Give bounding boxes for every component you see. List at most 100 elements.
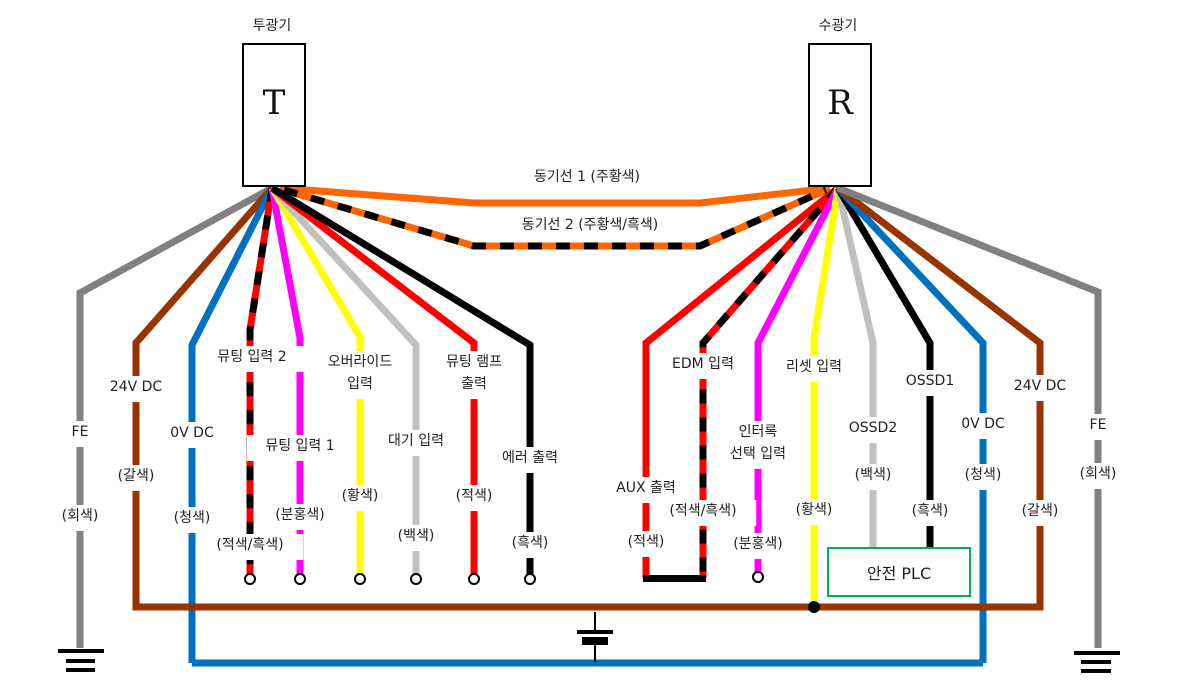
rx-wire-5-name: OSSD1 xyxy=(906,373,954,389)
tx-wire-5-color: (황색) xyxy=(342,488,379,504)
tx-wire-1 xyxy=(132,185,275,607)
tx-wire-3-color: (적색/흑색) xyxy=(216,536,283,553)
rx-wire-8 xyxy=(836,184,1102,648)
tx-wire-2-color: (청색) xyxy=(174,510,211,526)
rx-wire-5 xyxy=(834,186,934,548)
receiver-letter: R xyxy=(827,83,854,123)
tx-wire-8-color-backing xyxy=(499,532,561,558)
tx-wire-5-terminal xyxy=(354,573,366,585)
rx-wire-6 xyxy=(835,185,987,663)
rx-wire-7-name: 24V DC xyxy=(1014,378,1067,394)
safety-plc-box xyxy=(827,547,971,597)
tx-wire-7-name-backing xyxy=(436,351,512,399)
tx-wire-5-name-backing xyxy=(322,351,398,399)
rx-wire-8-color-backing xyxy=(1067,463,1129,489)
sync-line-1 xyxy=(279,184,831,207)
rx-wire-6-color-backing xyxy=(952,464,1014,490)
tx-wire-2 xyxy=(188,186,276,663)
tx-wire-8 xyxy=(270,185,534,578)
junction-dot xyxy=(808,601,820,613)
tx-wire-0-name: FE xyxy=(72,424,89,440)
tx-wire-8-name-backing xyxy=(492,447,568,473)
receiver-title: 수광기 xyxy=(819,18,858,34)
sync-line-2-stripe xyxy=(283,186,828,250)
rx-wire-8-name: FE xyxy=(1090,417,1107,433)
rx-wire-2 xyxy=(754,186,842,575)
rx-wire-3-name-backing xyxy=(776,356,852,382)
rx-wire-4-color: (백색) xyxy=(855,467,892,483)
sync-line-1-label-backing xyxy=(503,166,671,192)
tx-wire-6-color: (백색) xyxy=(398,528,435,544)
rx-wire-5-color-backing xyxy=(899,500,961,526)
aux-edm-loop xyxy=(643,575,706,582)
labels-layer: 동기선 1 (주황색)동기선 2 (주황색/흑색)FE(회색)24V DC(갈색… xyxy=(49,166,1129,613)
tx-wire-4-name-backing xyxy=(246,435,354,461)
tx-wire-3-color-backing xyxy=(196,534,304,560)
ground-icon-right xyxy=(1074,651,1120,673)
tx-wire-0-color-backing xyxy=(49,505,111,531)
rx-wire-7-name-backing xyxy=(994,375,1086,401)
rx-wire-1-color-backing xyxy=(649,500,757,526)
transmitter-title: 투광기 xyxy=(253,18,292,34)
tx-wire-0-color: (회색) xyxy=(62,508,99,524)
rx-wire-1-stripe xyxy=(699,185,841,578)
tx-wire-2-name: 0V DC xyxy=(170,425,214,441)
sync-line-1-label: 동기선 1 (주황색) xyxy=(534,169,640,185)
rx-wire-4-color-backing xyxy=(842,464,904,490)
ground-icon-left xyxy=(58,649,104,672)
rx-wire-8-color: (회색) xyxy=(1080,466,1117,482)
tx-wire-4-terminal xyxy=(294,573,306,585)
tx-wire-3-stripe xyxy=(246,187,276,578)
tx-wire-1-color: (갈색) xyxy=(118,468,155,484)
rx-wire-3 xyxy=(810,187,842,607)
rx-wire-3-name: 리셋 입력 xyxy=(786,359,842,375)
tx-wire-2-name-backing xyxy=(154,422,230,448)
tx-wire-7-color-backing xyxy=(443,485,505,511)
tx-wire-6-terminal xyxy=(410,573,422,585)
rx-wire-0-color-backing xyxy=(615,531,677,557)
tx-wire-4-name: 뮤팅 입력 1 xyxy=(265,438,334,454)
sync-line-2-label-backing xyxy=(483,214,697,240)
tx-wire-6-name: 대기 입력 xyxy=(388,433,444,449)
rx-wire-5-color: (흑색) xyxy=(912,502,949,519)
rx-wire-1-name: EDM 입력 xyxy=(672,356,734,372)
rx-24v-corner xyxy=(1036,560,1044,611)
rx-wire-3-color-backing xyxy=(783,499,845,525)
tx-wire-0 xyxy=(76,184,274,648)
rx-wire-0-color: (적색) xyxy=(628,534,665,550)
power-supply-icon xyxy=(577,612,613,662)
tx-wire-7-terminal xyxy=(468,573,480,585)
tx-wire-5-color-backing xyxy=(329,485,391,511)
tx-wire-3-name: 뮤팅 입력 2 xyxy=(217,349,286,365)
tx-wire-7-color: (적색) xyxy=(456,488,493,504)
rx-wire-6-name: 0V DC xyxy=(961,416,1005,432)
rx-wire-3-color: (황색) xyxy=(796,502,833,518)
transmitter-box xyxy=(242,43,306,187)
tx-wire-4 xyxy=(268,187,304,578)
rx-wire-0-name-backing xyxy=(600,477,692,503)
rx-wire-2-color: (분홍색) xyxy=(733,536,783,552)
tx-wire-0-name-backing xyxy=(64,421,96,447)
tx-wire-6-color-backing xyxy=(385,525,447,551)
rx-wire-6-name-backing xyxy=(945,413,1021,439)
tx-wire-3-terminal xyxy=(244,573,256,585)
tx-wire-2-color-backing xyxy=(161,507,223,533)
safety-plc-label: 안전 PLC xyxy=(867,564,931,583)
rx-wire-4-name-backing xyxy=(835,417,911,443)
rx-wire-8-name-backing xyxy=(1082,414,1114,440)
rx-wire-2-name-backing xyxy=(720,421,796,469)
tx-wire-1-color-backing xyxy=(105,465,167,491)
tx-wire-8-terminal xyxy=(524,573,536,585)
rx-wire-1-color: (적색/흑색) xyxy=(669,502,736,519)
rx-wire-1-name-backing xyxy=(657,353,749,379)
transmitter-letter: T xyxy=(263,83,286,123)
tx-wire-8-name: 에러 출력 xyxy=(502,450,558,466)
tx-wire-3-name-backing xyxy=(198,346,306,372)
tx-wire-1-name-backing xyxy=(90,376,182,402)
rx-wire-6-color: (청색) xyxy=(965,467,1002,483)
rx-wire-2-color-backing xyxy=(720,533,796,559)
